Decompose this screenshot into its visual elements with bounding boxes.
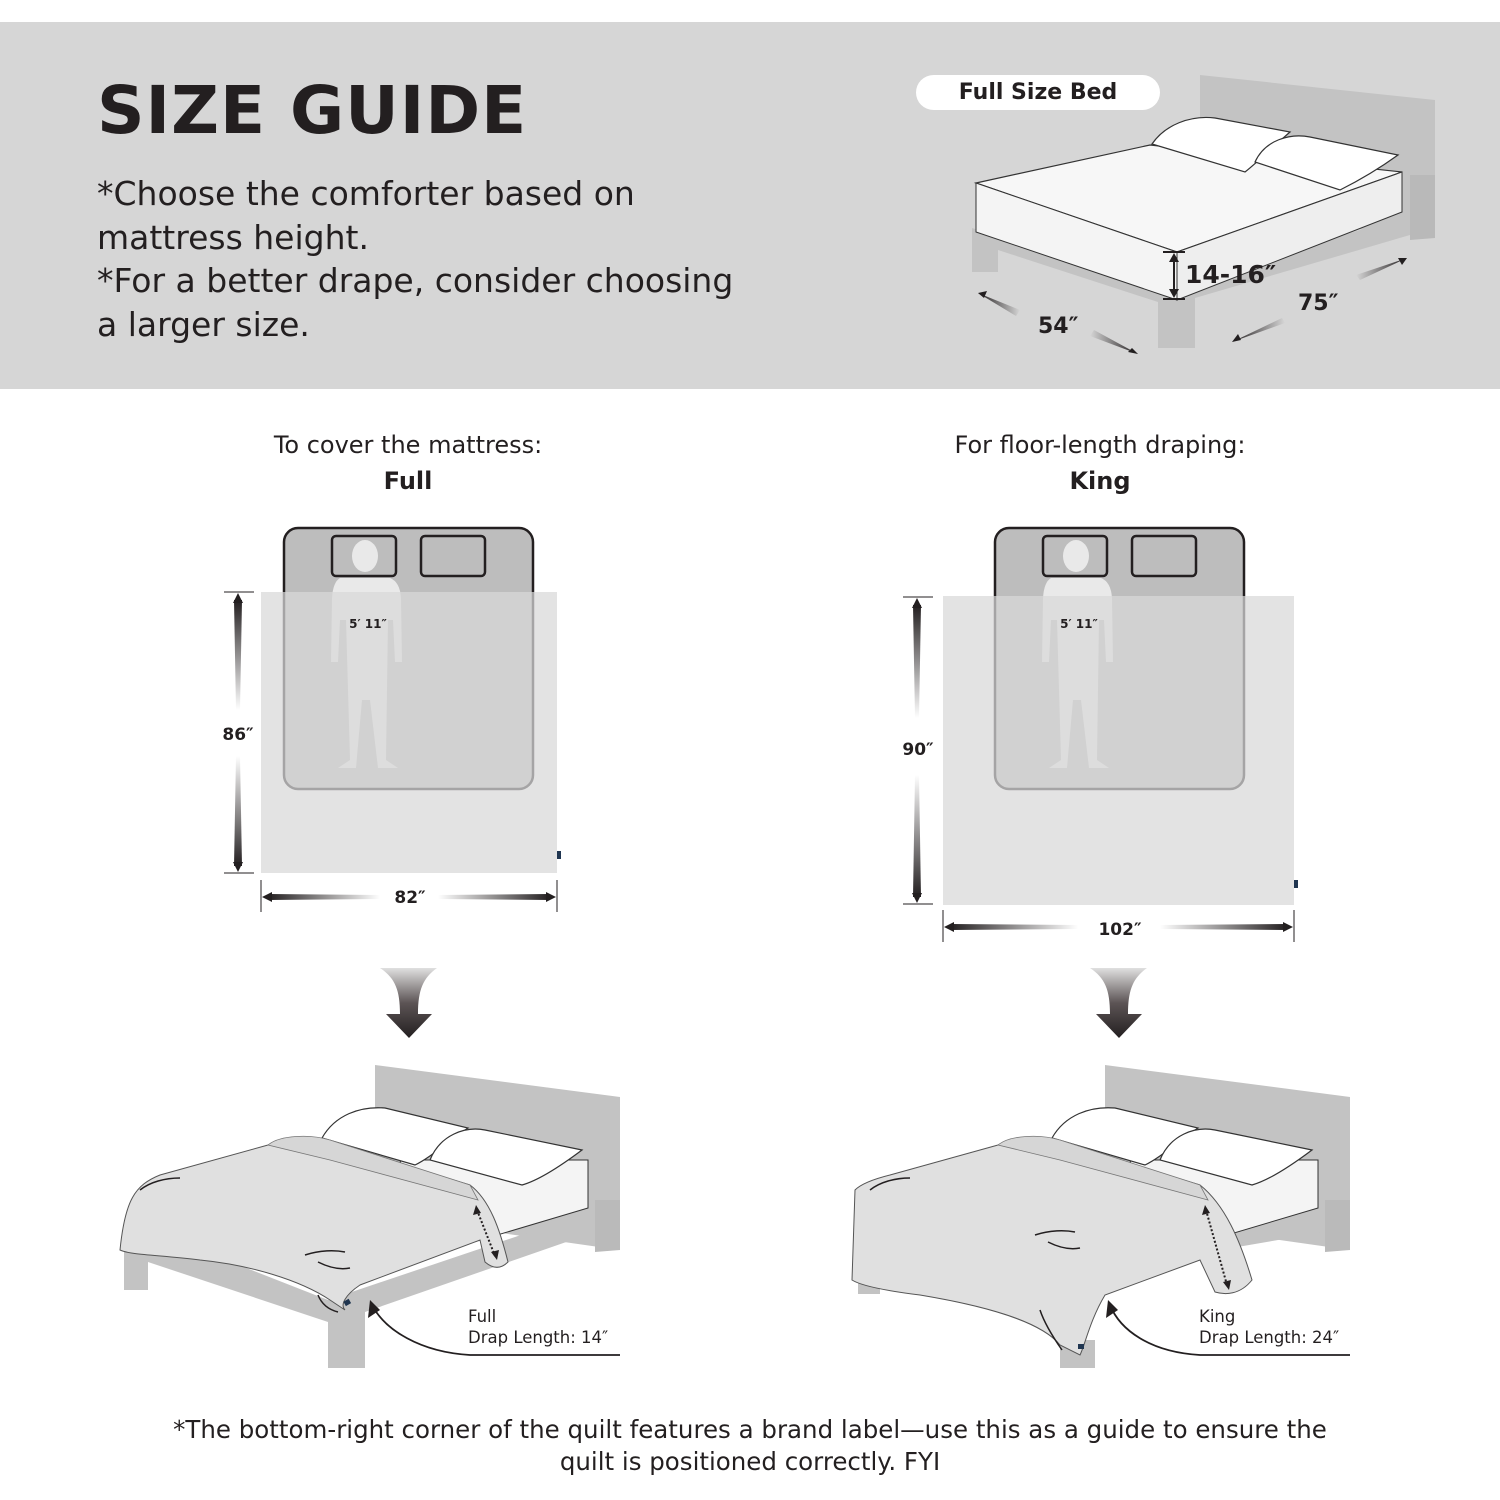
pillow-icon [419,534,487,578]
pillow-icon [429,1128,584,1186]
option-king-heading: For floor-length draping: King [900,427,1300,499]
option-full-heading: To cover the mattress: Full [208,427,608,499]
full-size-bed-illustration: 14-16″ 54″ 75″ [972,75,1435,354]
option-size-text: Full [383,467,433,495]
pillow-icon [321,1107,470,1166]
quilt-width-dimension: 102″ [1098,920,1141,940]
quilt-length-dimension: 86″ [222,725,254,745]
pillow-icon [1254,135,1400,191]
note-line: *For a better drape, consider choosing [97,261,734,300]
note-line: a larger size. [97,304,310,344]
height-dimension: 14-16″ [1185,260,1276,289]
full-drape-label: Full Drap Length: 14″ [468,1306,608,1348]
width-dimension: 54″ [1038,314,1079,339]
length-dimension: 75″ [1298,291,1339,316]
brand-label-marker [1294,880,1298,888]
option-size-text: King [1069,467,1131,495]
footer-note: *The bottom-right corner of the quilt fe… [0,1414,1500,1478]
drape-size-text: King [1199,1307,1236,1326]
curved-arrow-icon [1109,1304,1350,1356]
curved-arrow-icon [371,1304,620,1356]
brand-label-marker [343,1298,352,1307]
pillow-icon [1159,1128,1314,1186]
option-heading-text: For floor-length draping: [954,431,1246,459]
pillow-icon [1051,1107,1200,1166]
down-arrow-icon [1090,968,1147,1038]
brand-label-marker [1078,1344,1084,1349]
drape-size-text: Full [468,1307,497,1326]
quilt-width-dimension: 82″ [394,888,426,908]
header-notes: *Choose the comforter based on mattress … [97,172,817,346]
person-height-label: 5′ 11″ [349,617,387,631]
footer-line: *The bottom-right corner of the quilt fe… [173,1415,1327,1444]
quilt-length-dimension: 90″ [902,740,934,760]
person-height-label: 5′ 11″ [1060,617,1098,631]
footer-line: quilt is positioned correctly. FYI [559,1447,941,1476]
note-line: mattress height. [97,217,369,257]
pillow-icon [1130,534,1198,578]
king-drape-label: King Drap Length: 24″ [1199,1306,1339,1348]
option-heading-text: To cover the mattress: [273,431,543,459]
note-line: *Choose the comforter based on [97,174,635,213]
drape-length-text: Drap Length: 14″ [468,1328,609,1347]
pillow-icon [1151,116,1292,173]
down-arrow-icon [380,968,437,1038]
page-title: SIZE GUIDE [97,72,528,149]
drape-length-text: Drap Length: 24″ [1199,1328,1340,1347]
brand-label-marker [557,851,561,859]
bed-size-label: Full Size Bed [916,75,1160,110]
